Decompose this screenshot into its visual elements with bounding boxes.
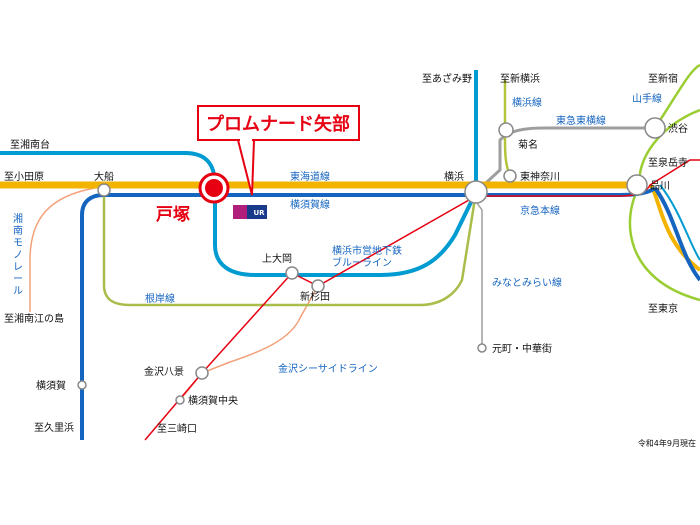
- line-yamanote: [628, 63, 700, 302]
- svg-text:モ: モ: [13, 238, 23, 249]
- station-label-shinsugita: 新杉田: [300, 290, 330, 303]
- line-yokosuka: [80, 186, 657, 440]
- station-marker-shinagawa: [626, 174, 648, 196]
- station-label-shibuya: 渋谷: [668, 122, 688, 135]
- line-kanazawa-seaside: [179, 285, 319, 401]
- station-label-higashi-kanagawa: 東神奈川: [520, 170, 560, 183]
- svg-text:湘: 湘: [13, 212, 23, 225]
- station-label-motomachi: 元町・中華街: [492, 342, 552, 355]
- station-marker-shibuya: [644, 117, 666, 139]
- station-label-yokohama: 横浜: [444, 170, 464, 183]
- line-label-minatomirai: みなとみらい線: [492, 276, 562, 289]
- line-label-negishi: 根岸線: [145, 292, 175, 305]
- line-label-tokaido: 東海道線: [290, 170, 330, 183]
- property-callout: プロムナード矢部: [197, 105, 360, 196]
- property-name-label: プロムナード矢部: [206, 113, 350, 135]
- line-label-yokohama: 横浜線: [512, 96, 542, 109]
- line-label-subway-2: ブルーライン: [332, 256, 392, 269]
- line-keikyu-south: [659, 184, 700, 261]
- station-label-kikuna: 菊名: [518, 138, 538, 151]
- svg-text:ル: ル: [13, 286, 23, 297]
- direction-odawara: 至小田原: [4, 171, 44, 183]
- direction-kurihama: 至久里浜: [34, 422, 74, 434]
- line-label-yokosuka: 横須賀線: [290, 198, 330, 211]
- svg-text:レ: レ: [13, 262, 23, 273]
- line-minatomirai: [471, 195, 483, 348]
- station-marker-ofuna: [97, 183, 111, 197]
- line-label-yamanote: 山手線: [632, 92, 662, 105]
- station-marker-motomachi: [477, 343, 487, 353]
- station-label-yokosuka: 横須賀: [36, 379, 66, 392]
- svg-text:ー: ー: [13, 274, 23, 285]
- as-of-note: 令和4年9月現在: [638, 438, 696, 448]
- station-marker-yokosuka: [77, 380, 87, 390]
- svg-text:南: 南: [13, 224, 23, 237]
- station-label-shinagawa: 品川: [650, 180, 670, 192]
- line-label-toyoko: 東急東横線: [556, 114, 606, 127]
- direction-sengakuji: 至泉岳寺: [648, 156, 688, 169]
- line-label-subway-1: 横浜市営地下鉄: [332, 244, 402, 257]
- direction-shonandai: 至湘南台: [10, 138, 50, 151]
- line-label-monorail: 湘 南 モ ノ レ ー ル: [13, 212, 23, 297]
- line-label-seaside: 金沢シーサイドライン: [278, 362, 378, 375]
- direction-misakiguchi: 至三崎口: [157, 422, 197, 435]
- line-yokosuka-north: [653, 186, 700, 282]
- station-marker-kikuna: [498, 122, 514, 138]
- station-marker-higashi-kanagawa: [503, 169, 517, 183]
- line-label-keikyu: 京急本線: [520, 204, 560, 217]
- station-label-kanazawa-hakkei: 金沢八景: [144, 365, 184, 378]
- station-label-yokosuka-chuo: 横須賀中央: [188, 394, 238, 407]
- ur-logo: UR: [233, 205, 267, 219]
- svg-text:ノ: ノ: [13, 250, 23, 261]
- station-label-totsuka: 戸塚: [156, 205, 190, 225]
- station-marker-kamiooka: [285, 266, 299, 280]
- direction-azamino: 至あざみ野: [422, 72, 472, 85]
- direction-shinjuku: 至新宿: [648, 72, 678, 85]
- ur-logo-text: UR: [253, 209, 265, 217]
- station-label-kamiooka: 上大岡: [262, 252, 292, 265]
- station-marker-yokosuka-chuo: [175, 395, 185, 405]
- totsuka-highlight-marker: [198, 172, 230, 204]
- direction-tokyo: 至東京: [648, 302, 678, 315]
- station-marker-shinsugita: [311, 279, 325, 293]
- line-negishi: [102, 191, 478, 307]
- direction-shonan-enoshima: 至湘南江の島: [4, 312, 64, 325]
- station-markers: [77, 117, 666, 405]
- line-shonan-monorail: [29, 187, 96, 312]
- line-toyoko: [474, 126, 655, 194]
- line-subway-blue: [0, 70, 478, 277]
- station-marker-yokohama: [464, 180, 488, 204]
- station-marker-kanazawa-hakkei: [195, 366, 209, 380]
- direction-shinyokohama: 至新横浜: [500, 72, 540, 85]
- station-label-ofuna: 大船: [94, 170, 114, 183]
